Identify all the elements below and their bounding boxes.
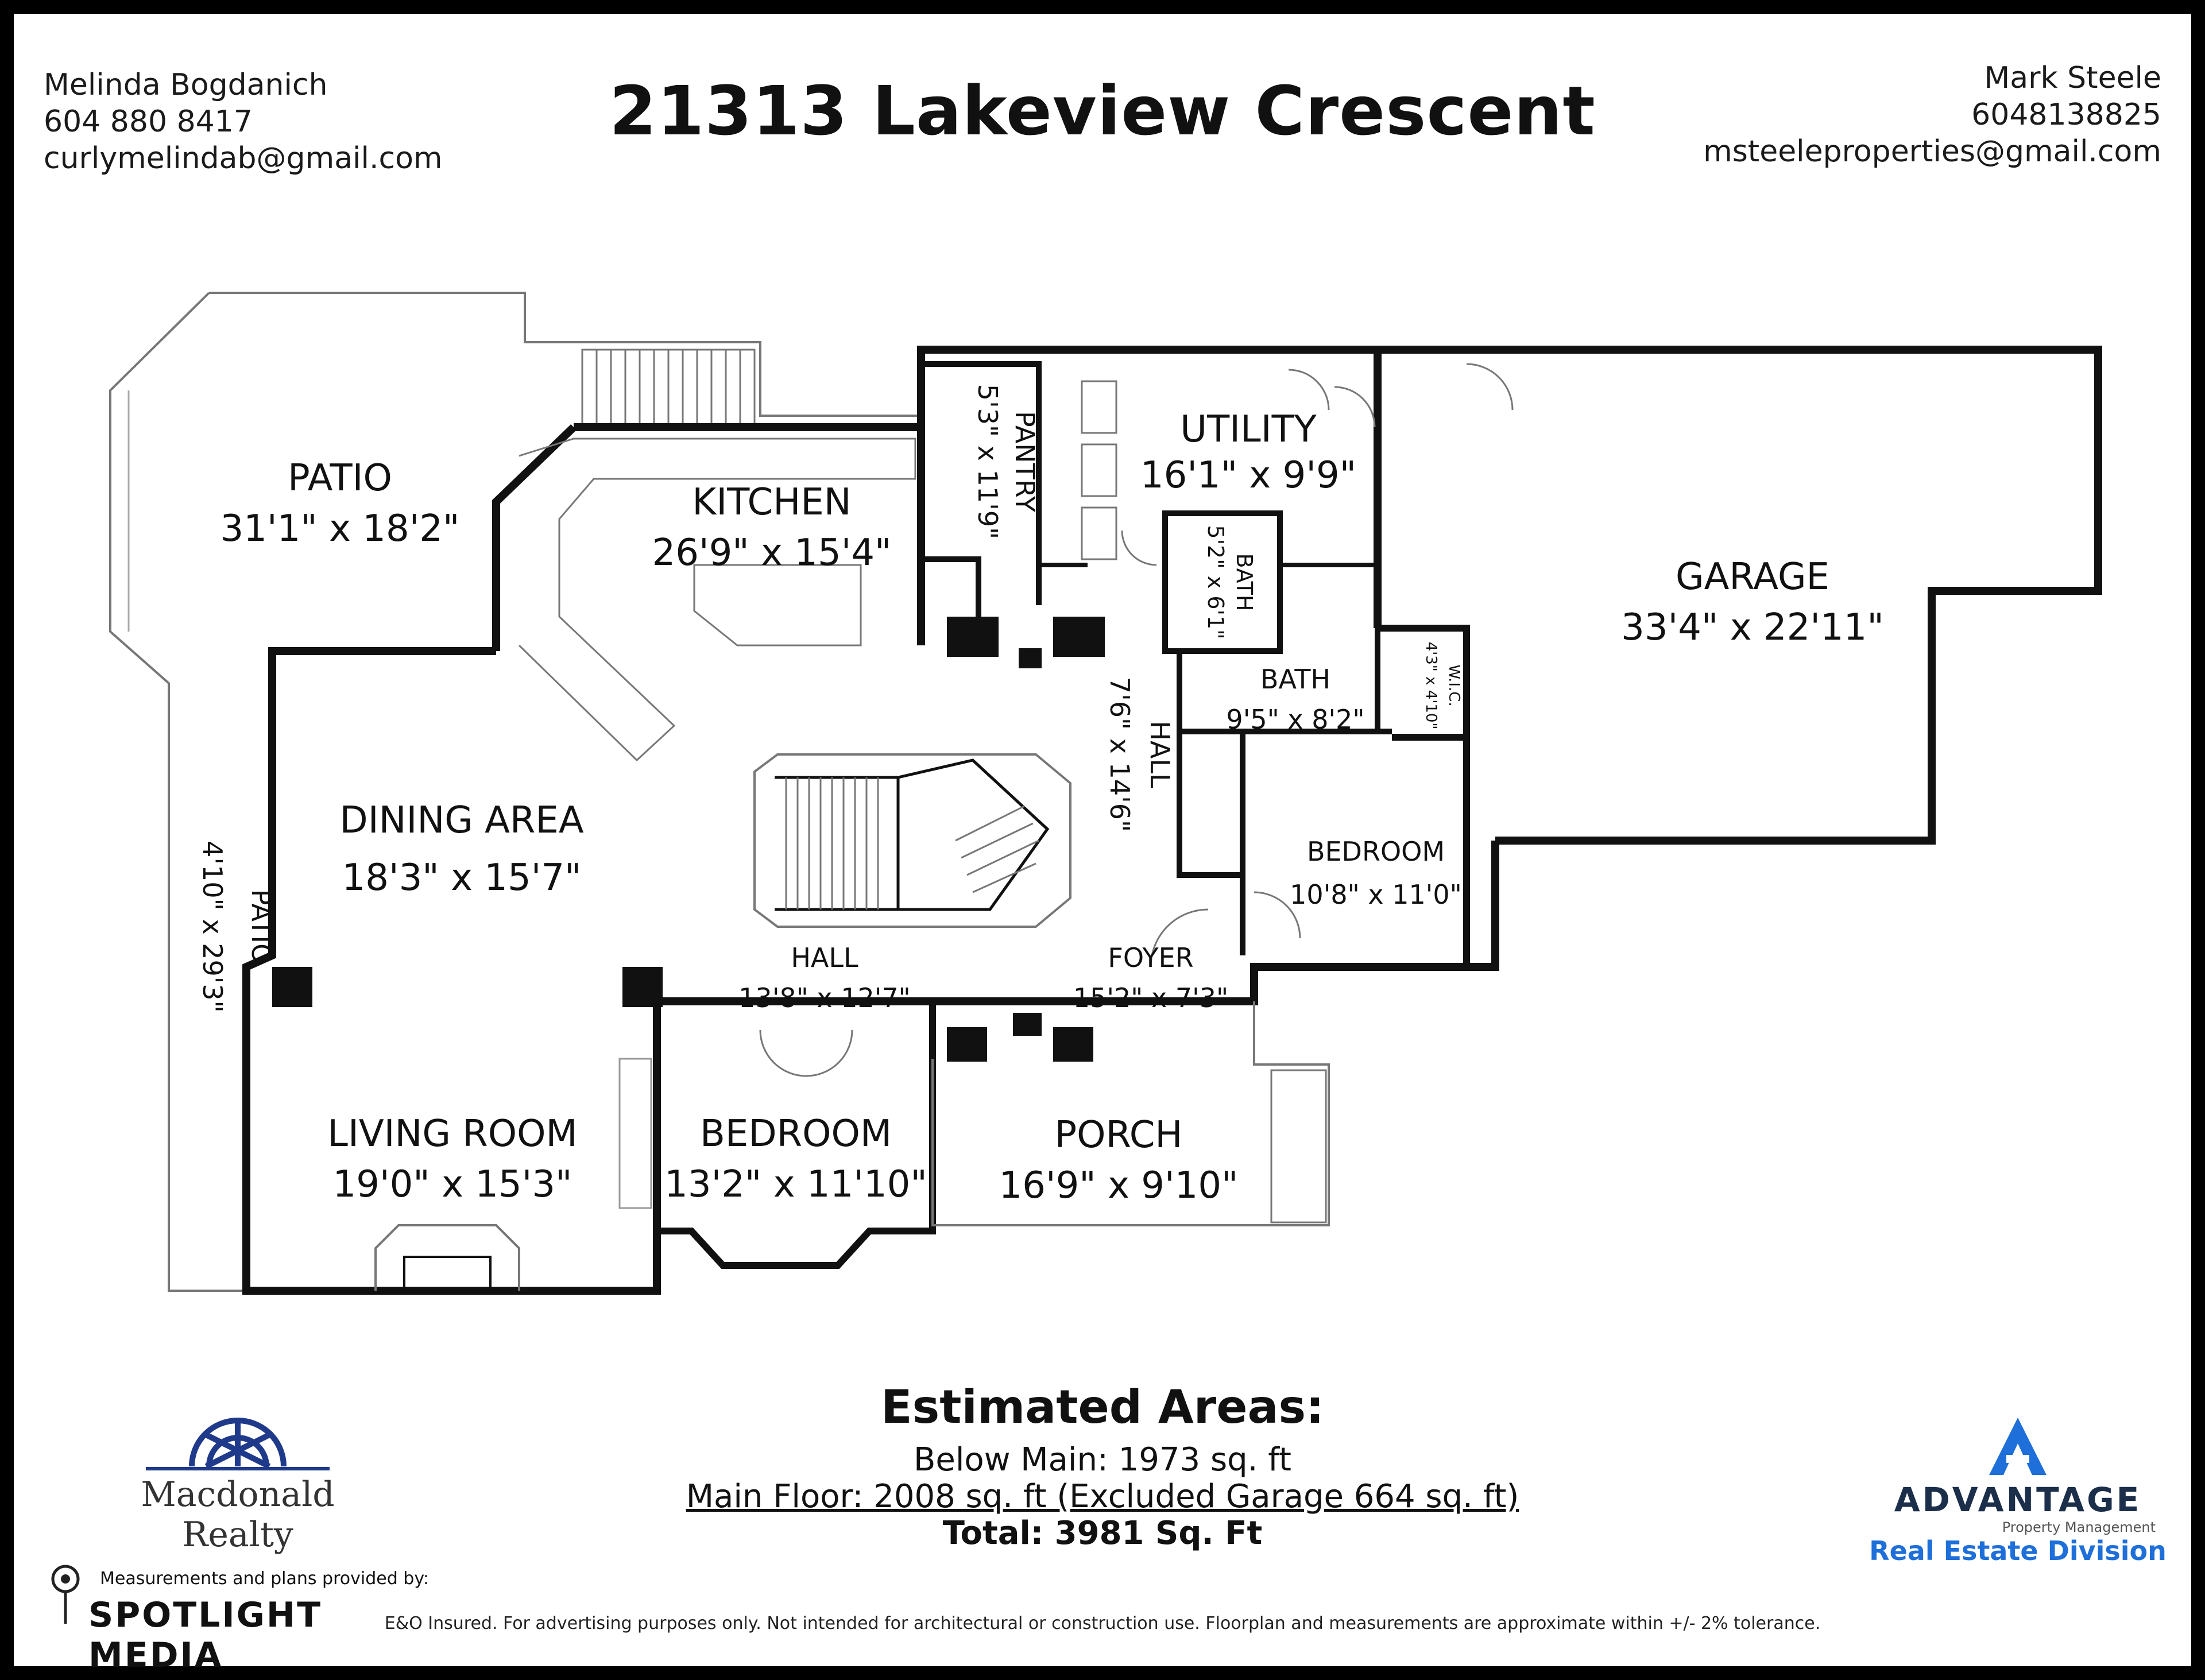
room-bath-small-name: BATH — [1232, 553, 1257, 611]
agent-left-name: Melinda Bogdanich — [44, 68, 328, 102]
agent-left-phone: 604 880 8417 — [44, 104, 253, 139]
agent-right-name: Mark Steele — [1984, 61, 2161, 95]
disclaimer: E&O Insured. For advertising purposes on… — [384, 1613, 1821, 1633]
room-hall-vertical-name: HALL — [1144, 721, 1175, 788]
advantage-a-icon — [1989, 1418, 2047, 1475]
room-bath-dims: 9'5" x 8'2" — [1226, 704, 1364, 735]
room-foyer-name: FOYER — [1108, 942, 1193, 973]
room-bath-name: BATH — [1260, 664, 1330, 695]
room-porch-dims: 16'9" x 9'10" — [999, 1164, 1239, 1207]
room-patio-upper-dims: 31'1" x 18'2" — [220, 508, 460, 550]
room-hall-vertical-dims: 7'6" x 14'6" — [1104, 677, 1135, 832]
room-porch-name: PORCH — [1054, 1114, 1182, 1156]
room-garage-name: GARAGE — [1676, 556, 1829, 598]
agent-right-contact: Mark Steele 6048138825 msteeleproperties… — [1703, 60, 2161, 170]
room-pantry-name: PANTRY — [1009, 411, 1040, 513]
room-living-dims: 19'0" x 15'3" — [333, 1163, 572, 1206]
areas-below-main: Below Main: 1973 sq. ft — [914, 1441, 1291, 1478]
agent-left-email: curlymelindab@gmail.com — [44, 141, 443, 176]
spotlight-lightbulb-icon — [51, 1565, 80, 1624]
room-utility-dims: 16'1" x 9'9" — [1140, 454, 1356, 497]
floorplan-sheet: Melinda Bogdanich 604 880 8417 curlymeli… — [14, 14, 2191, 1675]
plan-posts — [272, 617, 1105, 1062]
macdonald-line2: Realty — [182, 1515, 293, 1555]
room-bath-small-dims: 5'2" x 6'1" — [1203, 525, 1228, 639]
room-wic-name: W.I.C. — [1445, 664, 1463, 706]
areas-total: Total: 3981 Sq. Ft — [942, 1515, 1263, 1552]
areas-main-floor: Main Floor: 2008 sq. ft (Excluded Garage… — [686, 1478, 1519, 1515]
macdonald-emblem-icon — [146, 1418, 330, 1470]
room-patio-side-name: PATIO — [246, 889, 277, 965]
room-labels: PATIO 31'1" x 18'2" KITCHEN 26'9" x 15'4… — [197, 384, 1884, 1207]
room-patio-upper-name: PATIO — [288, 457, 392, 500]
agent-right-email: msteeleproperties@gmail.com — [1703, 134, 2161, 169]
spotlight-caption: Measurements and plans provided by: — [100, 1569, 430, 1589]
room-pantry-dims: 5'3" x 11'9" — [972, 384, 1003, 539]
macdonald-line1: Macdonald — [141, 1474, 335, 1515]
room-living-name: LIVING ROOM — [327, 1113, 577, 1155]
page-title: 21313 Lakeview Crescent — [609, 71, 1596, 150]
advantage-division: Real Estate Division — [1869, 1535, 2167, 1566]
agent-right-phone: 6048138825 — [1971, 98, 2161, 132]
room-dining-dims: 18'3" x 15'7" — [342, 857, 582, 899]
areas-heading: Estimated Areas: — [880, 1380, 1325, 1434]
room-utility-name: UTILITY — [1180, 408, 1317, 451]
room-wic-dims: 4'3" x 4'10" — [1422, 642, 1440, 730]
room-garage-dims: 33'4" x 22'11" — [1621, 606, 1884, 649]
estimated-areas: Estimated Areas: Below Main: 1973 sq. ft… — [14, 1380, 2191, 1552]
room-bedroom-right-dims: 10'8" x 11'0" — [1290, 879, 1462, 910]
advantage-logo: ADVANTAGE Property Management Real Estat… — [1863, 1415, 2173, 1566]
room-kitchen-name: KITCHEN — [692, 481, 851, 524]
room-hall-dims: 13'8" x 12'7" — [738, 982, 911, 1013]
plan-walls — [109, 292, 2102, 1295]
advantage-name: ADVANTAGE — [1894, 1480, 2142, 1519]
room-bedroom-left-dims: 13'2" x 11'10" — [664, 1163, 927, 1206]
advantage-sub: Property Management — [2002, 1519, 2156, 1535]
room-dining-name: DINING AREA — [339, 799, 583, 842]
room-patio-side-dims: 4'10" x 29'3" — [197, 841, 228, 1013]
room-hall-name: HALL — [791, 942, 858, 973]
room-foyer-dims: 15'2" x 7'3" — [1073, 982, 1228, 1013]
room-bedroom-left-name: BEDROOM — [700, 1113, 892, 1155]
room-bedroom-right-name: BEDROOM — [1307, 836, 1445, 867]
agent-left-contact: Melinda Bogdanich 604 880 8417 curlymeli… — [44, 67, 443, 177]
macdonald-realty-logo: Macdonald Realty — [123, 1409, 353, 1555]
spotlight-name: SPOTLIGHT MEDIA — [88, 1595, 323, 1675]
room-kitchen-dims: 26'9" x 15'4" — [652, 532, 892, 574]
floor-plan: PATIO 31'1" x 18'2" KITCHEN 26'9" x 15'4… — [109, 292, 2102, 1295]
